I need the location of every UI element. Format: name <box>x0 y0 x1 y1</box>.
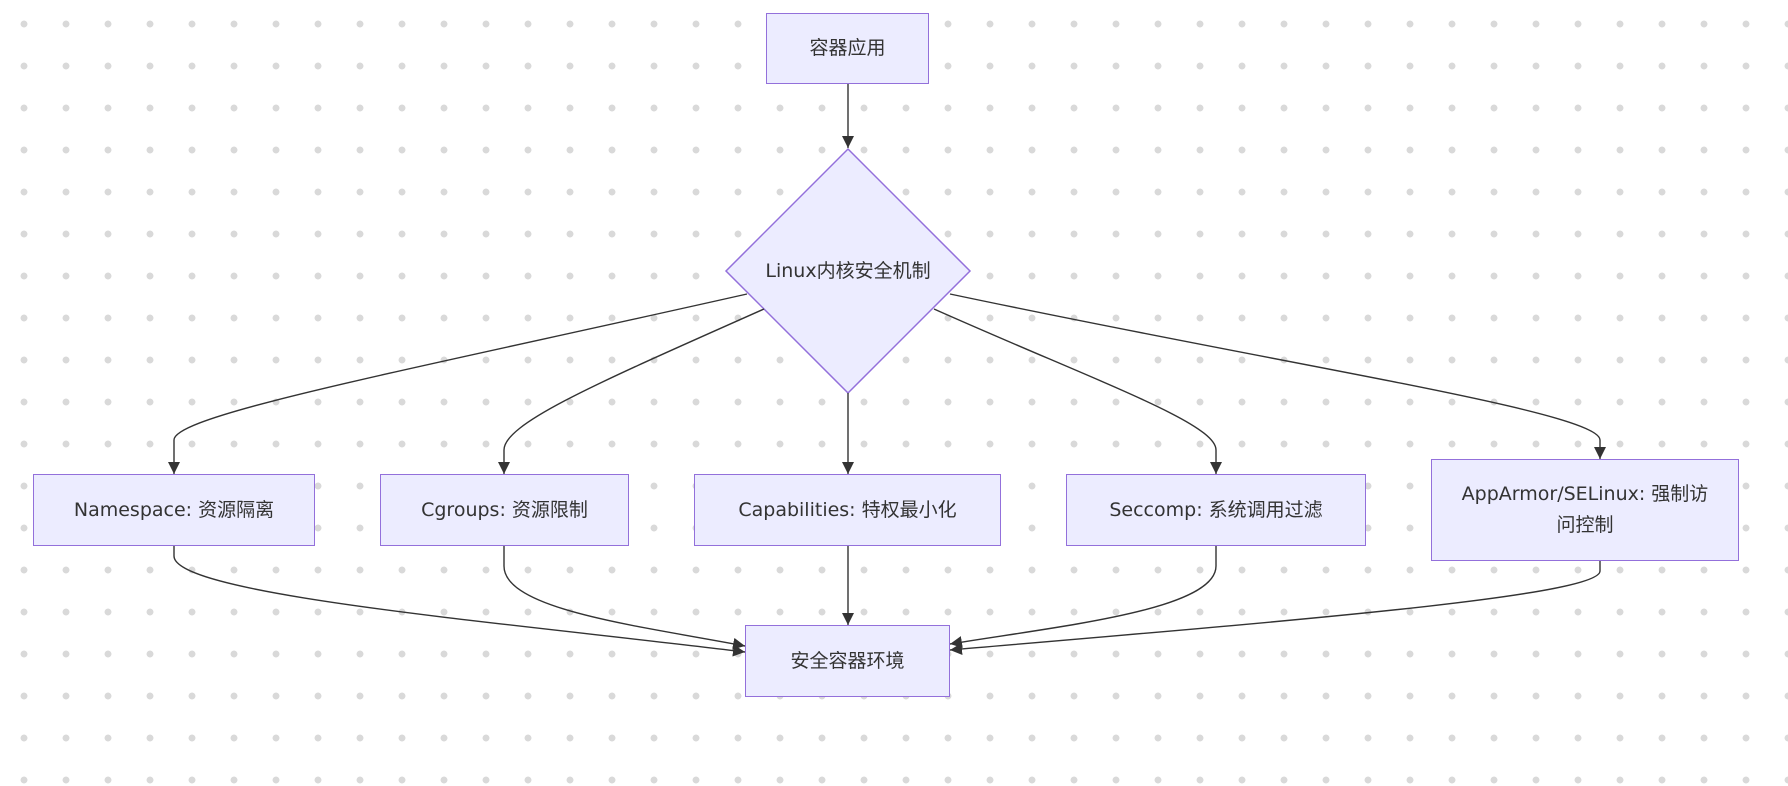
seccomp-node[interactable]: Seccomp: 系统调用过滤 <box>1066 474 1366 546</box>
edge-namespace-to-secure-env <box>173 546 746 657</box>
edge-kernel-to-apparmor <box>949 293 1606 459</box>
namespace-node[interactable]: Namespace: 资源隔离 <box>33 474 315 546</box>
edge-kernel-to-namespace <box>168 293 748 474</box>
edge-kernel-to-seccomp <box>933 308 1222 474</box>
container-app-node[interactable]: 容器应用 <box>766 13 929 84</box>
edge-seccomp-to-secure-env <box>949 546 1217 648</box>
edge-apparmor-to-secure-env <box>949 561 1601 655</box>
kernel-security-node-label: Linux内核安全机制 <box>765 260 931 282</box>
apparmor-selinux-node[interactable]: AppArmor/SELinux: 强制访问控制 <box>1431 459 1739 561</box>
edge-cgroups-to-secure-env <box>503 546 746 650</box>
cgroups-node[interactable]: Cgroups: 资源限制 <box>380 474 629 546</box>
capabilities-node[interactable]: Capabilities: 特权最小化 <box>694 474 1001 546</box>
secure-container-env-node[interactable]: 安全容器环境 <box>745 625 950 697</box>
edge-kernel-to-cgroups <box>498 308 765 474</box>
